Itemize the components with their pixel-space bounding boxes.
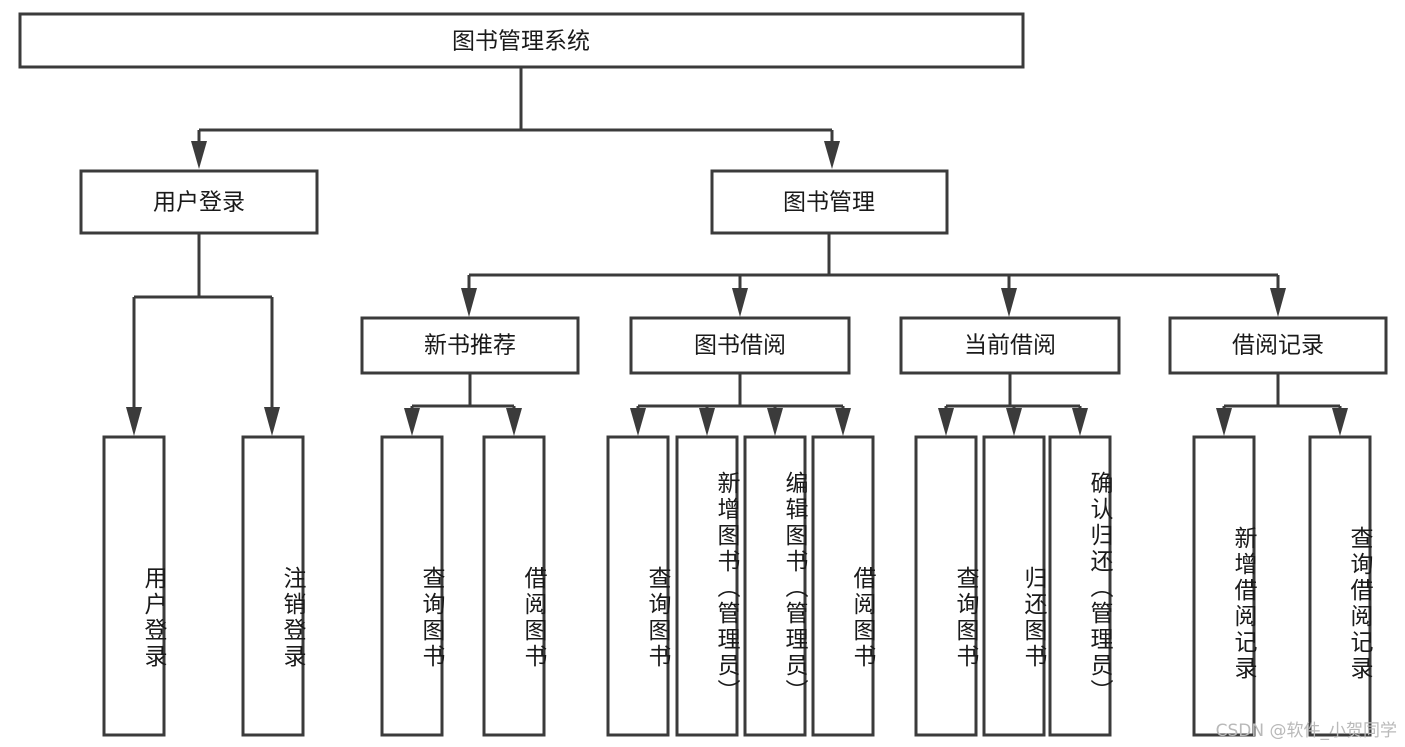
leaf-label-query-book-2: 查询图书	[644, 565, 670, 670]
leaf-label-edit-book-admin: 编辑图书（管理员）	[781, 471, 807, 705]
arrow-head-icon	[1216, 408, 1232, 436]
arrow-head-icon	[732, 288, 748, 317]
leaf-box-borrow-book-2[interactable]	[811, 435, 875, 737]
leaf-label-return-book: 归还图书	[1020, 565, 1046, 670]
leaf-label-query-borrow-record: 查询借阅记录	[1346, 526, 1372, 682]
leaf-label-query-book-3: 查询图书	[952, 565, 978, 670]
leaf-label-add-borrow-record: 新增借阅记录	[1230, 526, 1256, 682]
leaf-label-borrow-book-2: 借阅图书	[849, 565, 875, 670]
leaf-label-query-book-1: 查询图书	[418, 565, 444, 670]
leaf-box-logout[interactable]	[241, 435, 305, 737]
arrow-head-icon	[506, 408, 522, 436]
arrow-head-icon	[191, 141, 207, 169]
connector-borrow-record-to-leaves	[1216, 373, 1348, 436]
leaf-box-add-book-admin[interactable]	[675, 435, 739, 737]
node-root[interactable]: 图书管理系统	[18, 12, 1025, 69]
node-borrow-record-label: 借阅记录	[1232, 333, 1324, 359]
leaf-label-borrow-book-1: 借阅图书	[520, 565, 546, 670]
connector-current-borrow-to-leaves	[938, 373, 1088, 436]
leaf-box-query-book-1[interactable]	[380, 435, 444, 737]
node-root-label: 图书管理系统	[452, 29, 590, 55]
node-current-borrow-label: 当前借阅	[964, 333, 1056, 359]
connector-new-book-recommend-to-leaves	[404, 373, 522, 436]
arrow-head-icon	[1332, 408, 1348, 436]
leaf-box-query-book-3[interactable]	[914, 435, 978, 737]
leaf-box-user-login[interactable]	[102, 435, 166, 737]
node-current-borrow-box[interactable]	[899, 316, 1121, 375]
connector-book-borrow-to-leaves	[630, 373, 851, 436]
node-user-login-label: 用户登录	[153, 190, 245, 216]
node-user-login[interactable]: 用户登录	[79, 169, 319, 235]
node-root-box[interactable]	[18, 12, 1025, 69]
leaf-box-edit-book-admin[interactable]	[743, 435, 807, 737]
leaf-label-confirm-return-admin: 确认归还（管理员）	[1086, 471, 1112, 705]
leaf-box-query-borrow-record[interactable]	[1308, 435, 1372, 737]
leaf-box-add-borrow-record[interactable]	[1192, 435, 1256, 737]
node-new-book-recommend-label: 新书推荐	[424, 333, 516, 359]
arrow-head-icon	[835, 408, 851, 436]
arrow-head-icon	[938, 408, 954, 436]
arrow-head-icon	[630, 408, 646, 436]
arrow-head-icon	[824, 141, 840, 169]
node-book-borrow[interactable]: 图书借阅	[629, 316, 851, 375]
arrow-head-icon	[404, 408, 420, 436]
node-book-management-label: 图书管理	[783, 190, 875, 216]
watermark-text: CSDN @软件_小贺同学	[1215, 721, 1397, 741]
leaf-label-user-login: 用户登录	[140, 565, 166, 670]
leaf-box-borrow-book-1[interactable]	[482, 435, 546, 737]
connector-root-to-level2	[191, 67, 840, 169]
connector-book-management-to-level3	[461, 233, 1286, 317]
arrow-head-icon	[1001, 288, 1017, 317]
node-borrow-record[interactable]: 借阅记录	[1168, 316, 1388, 375]
arrow-head-icon	[264, 407, 280, 436]
arrow-head-icon	[461, 288, 477, 317]
arrow-head-icon	[126, 407, 142, 436]
arrow-head-icon	[767, 408, 783, 436]
arrow-head-icon	[1006, 408, 1022, 436]
node-current-borrow[interactable]: 当前借阅	[899, 316, 1121, 375]
arrow-head-icon	[699, 408, 715, 436]
node-new-book-recommend[interactable]: 新书推荐	[360, 316, 580, 375]
node-new-book-recommend-box[interactable]	[360, 316, 580, 375]
arrow-head-icon	[1072, 408, 1088, 436]
connector-user-login-to-leaves	[126, 233, 280, 436]
arrow-head-icon	[1270, 288, 1286, 317]
node-book-management[interactable]: 图书管理	[710, 169, 949, 235]
leaf-box-confirm-return-admin[interactable]	[1048, 435, 1112, 737]
node-book-borrow-label: 图书借阅	[694, 333, 786, 359]
leaf-label-add-book-admin: 新增图书（管理员）	[713, 471, 739, 705]
leaf-box-query-book-2[interactable]	[606, 435, 670, 737]
leaf-box-return-book[interactable]	[982, 435, 1046, 737]
leaf-label-logout: 注销登录	[279, 565, 305, 670]
